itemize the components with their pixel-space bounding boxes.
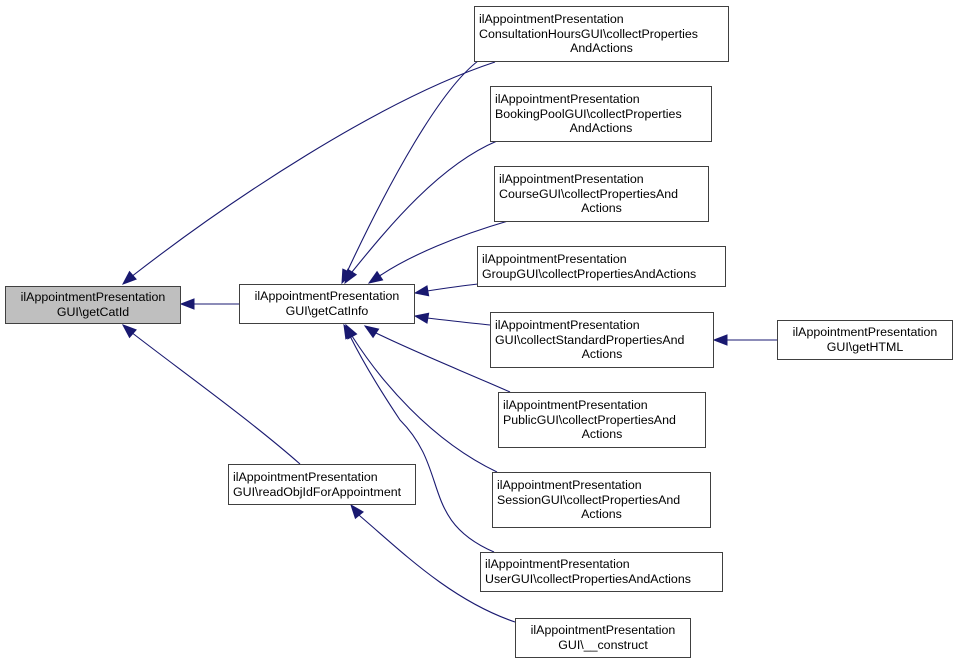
arrowhead-icon — [350, 503, 364, 520]
node-label-line: ilAppointmentPresentation — [20, 290, 166, 305]
edge-line — [351, 140, 498, 273]
node-public-collectpropertiesandactions[interactable]: ilAppointmentPresentation PublicGUI\coll… — [498, 392, 706, 448]
node-label-line: BookingPoolGUI\collectProperties — [495, 106, 682, 121]
node-label-line: ilAppointmentPresentation — [495, 92, 640, 107]
edge-line-tail — [358, 514, 361, 517]
node-label-line: GroupGUI\collectPropertiesAndActions — [482, 266, 697, 281]
edge-line-tail — [373, 331, 377, 334]
edge-user-to-getCatInfo — [343, 323, 495, 553]
node-label-line: ilAppointmentPresentation — [479, 12, 624, 27]
node-label-line: ilAppointmentPresentation — [499, 172, 644, 187]
edge-readObjIdForAppointment-to-getCatId — [121, 324, 301, 465]
node-group-collectpropertiesandactions[interactable]: ilAppointmentPresentation GroupGUI\colle… — [477, 246, 726, 287]
edge-bookingPool-to-getCatInfo — [344, 140, 498, 285]
node-label-line: ilAppointmentPresentation — [530, 623, 676, 638]
arrowhead-icon — [179, 298, 195, 310]
node-label-line: Actions — [581, 427, 623, 442]
arrowhead-icon — [413, 285, 430, 297]
node-course-collectpropertiesandactions[interactable]: ilAppointmentPresentation CourseGUI\coll… — [494, 166, 709, 222]
node-label-line: ilAppointmentPresentation — [792, 325, 938, 340]
edge-course-to-getCatInfo — [367, 220, 509, 284]
arrowhead-icon — [363, 325, 380, 339]
edge-group-to-getCatInfo — [413, 283, 479, 297]
node-session-collectpropertiesandactions[interactable]: ilAppointmentPresentation SessionGUI\col… — [492, 472, 711, 528]
node-gethtml[interactable]: ilAppointmentPresentation GUI\getHTML — [777, 320, 953, 360]
edge-consultationHours-to-getCatInfo — [341, 60, 479, 285]
node-label-line: ilAppointmentPresentation — [233, 469, 378, 484]
node-label-line: GUI\collectStandardPropertiesAnd — [495, 332, 685, 347]
node-label-line: ilAppointmentPresentation — [503, 398, 648, 413]
node-label-line: GUI\__construct — [558, 638, 648, 652]
edge-collectStandard-to-getCatInfo — [413, 312, 491, 326]
node-label-line: GUI\getCatInfo — [285, 304, 369, 318]
node-collectstandardpropertiesandactions[interactable]: ilAppointmentPresentation GUI\collectSta… — [490, 312, 714, 368]
node-bookingpool-collectpropertiesandactions[interactable]: ilAppointmentPresentation BookingPoolGUI… — [490, 86, 712, 142]
edge-public-to-getCatInfo — [363, 325, 511, 393]
node-consultationhours-collectpropertiesandactions[interactable]: ilAppointmentPresentation ConsultationHo… — [474, 6, 729, 62]
node-label-line: ilAppointmentPresentation — [482, 251, 627, 266]
node-user-collectpropertiesandactions[interactable]: ilAppointmentPresentation UserGUI\collec… — [480, 552, 723, 592]
node-label-line: PublicGUI\collectPropertiesAnd — [503, 412, 676, 427]
edge-consultationHours-to-getCatId — [121, 61, 496, 285]
edge-line — [349, 335, 495, 553]
arrowhead-icon — [367, 270, 384, 284]
node-label-line: GUI\getHTML — [826, 340, 904, 354]
arrowhead-icon — [121, 270, 137, 285]
node-label-line: ilAppointmentPresentation — [254, 289, 400, 304]
edge-line — [130, 331, 301, 465]
node-readobjidforappointment[interactable]: ilAppointmentPresentation GUI\readObjIdF… — [228, 464, 416, 505]
node-label-line: ConsultationHoursGUI\collectProperties — [479, 26, 698, 41]
arrowhead-icon — [413, 312, 430, 324]
edge-construct-to-readObjIdForAppointment — [350, 503, 516, 623]
node-label-line: AndActions — [569, 121, 633, 136]
node-label-line: ilAppointmentPresentation — [485, 557, 630, 572]
node-getcatinfo[interactable]: ilAppointmentPresentation GUI\getCatInfo — [239, 284, 415, 324]
edge-line — [426, 283, 479, 292]
edge-line — [426, 317, 491, 326]
edge-line — [346, 60, 479, 273]
node-label-line: Actions — [581, 507, 622, 522]
node-label-line: AndActions — [570, 41, 633, 56]
edge-line — [373, 331, 511, 393]
arrowhead-icon — [121, 324, 137, 339]
edge-getHTML-to-collectStandard — [712, 334, 777, 346]
node-label-line: ilAppointmentPresentation — [497, 478, 642, 493]
arrowhead-icon — [712, 334, 728, 346]
arrowhead-icon — [343, 323, 356, 340]
edge-line-tail — [130, 331, 134, 334]
edge-line — [351, 335, 498, 473]
node-label-line: Actions — [581, 201, 622, 216]
edge-line-tail — [377, 275, 381, 278]
edge-line-tail — [130, 275, 134, 278]
node-label-line: CourseGUI\collectPropertiesAnd — [499, 186, 679, 201]
node-label-line: ilAppointmentPresentation — [495, 318, 640, 333]
node-label-line: GUI\getCatId — [56, 305, 130, 319]
node-construct[interactable]: ilAppointmentPresentation GUI\__construc… — [515, 618, 691, 658]
edge-line — [359, 515, 516, 623]
node-getcatid[interactable]: ilAppointmentPresentation GUI\getCatId — [5, 286, 181, 324]
edge-line — [377, 220, 509, 278]
node-label-line: GUI\readObjIdForAppointment — [233, 484, 402, 499]
node-label-line: SessionGUI\collectPropertiesAnd — [497, 492, 681, 507]
node-label-line: Actions — [581, 347, 623, 362]
edge-line — [130, 61, 496, 278]
node-label-line: UserGUI\collectPropertiesAndActions — [485, 572, 691, 586]
edge-getCatInfo-to-getCatId — [179, 298, 239, 310]
